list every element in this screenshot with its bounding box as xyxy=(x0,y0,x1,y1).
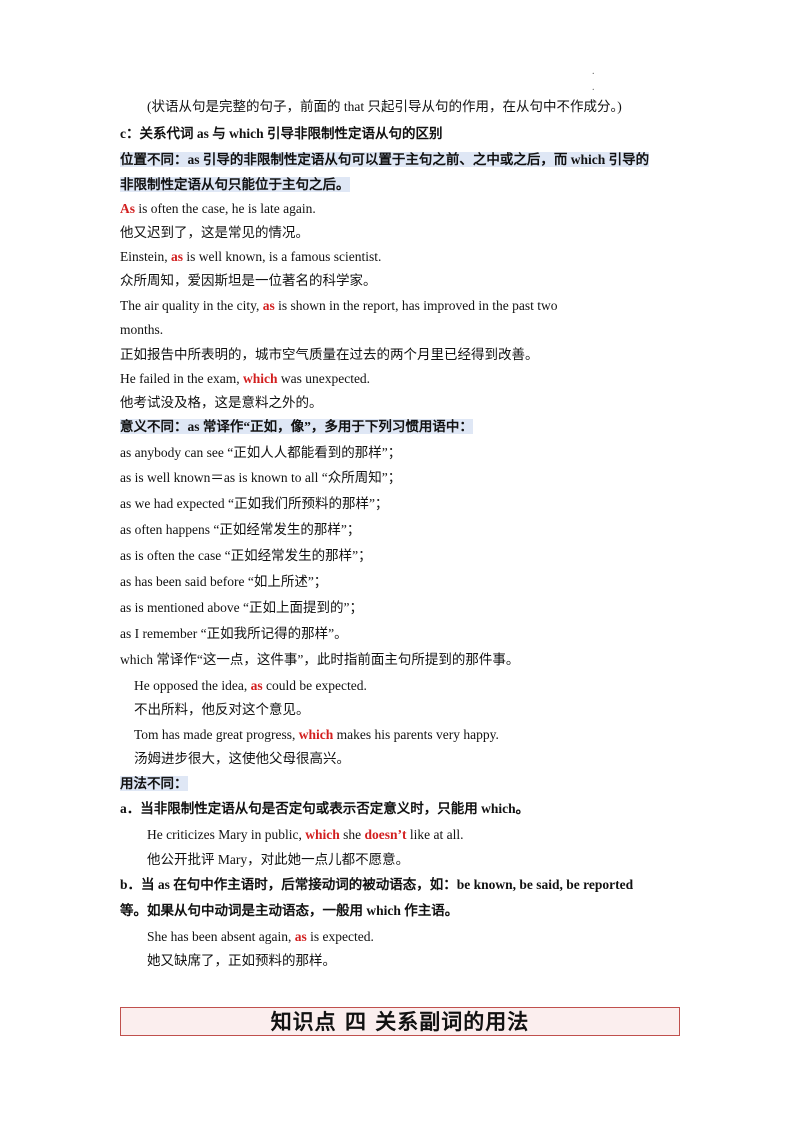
rule-b-line2: 等。如果从句中动词是主动语态，一般用 which 作主语。 xyxy=(120,903,459,918)
keyword-as: as xyxy=(250,678,263,693)
translation: 众所周知，爱因斯坦是一位著名的科学家。 xyxy=(120,273,377,288)
example-sentence: She has been absent again, as is expecte… xyxy=(147,929,374,944)
position-difference-line2: 非限制性定语从句只能位于主句之后。 xyxy=(120,177,350,192)
note-line: (状语从句是完整的句子，前面的 that 只起引导从句的作用，在从句中不作成分。… xyxy=(147,99,622,114)
translation: 正如报告中所表明的，城市空气质量在过去的两个月里已经得到改善。 xyxy=(120,347,539,362)
idiom-item: as anybody can see “正如人人都能看到的那样”； xyxy=(120,445,402,460)
banner-title: 知识点 四 关系副词的用法 xyxy=(270,1009,530,1034)
example-sentence: As is often the case, he is late again. xyxy=(120,201,316,216)
idiom-item: as we had expected “正如我们所预料的那样”； xyxy=(120,496,389,511)
example-sentence-cont: months. xyxy=(120,322,164,337)
example-sentence: He opposed the idea, as could be expecte… xyxy=(134,678,367,693)
example-sentence: The air quality in the city, as is shown… xyxy=(120,298,558,313)
knowledge-point-banner: 知识点 四 关系副词的用法 xyxy=(120,1007,680,1036)
translation: 她又缺席了，正如预料的那样。 xyxy=(147,953,336,968)
page-dot: . xyxy=(592,66,595,77)
keyword-as: as xyxy=(171,249,184,264)
rule-a: a．当非限制性定语从句是否定句或表示否定意义时，只能用 which。 xyxy=(120,801,530,816)
keyword-which: which xyxy=(305,827,340,842)
which-usage-note: which 常译作“这一点，这件事”，此时指前面主句所提到的那件事。 xyxy=(120,652,520,667)
keyword-as: As xyxy=(120,201,136,216)
rule-b-line1: b．当 as 在句中作主语时，后常接动词的被动语态，如：be known, be… xyxy=(120,877,634,892)
idiom-item: as has been said before “如上所述”； xyxy=(120,574,328,589)
idiom-item: as is often the case “正如经常发生的那样”； xyxy=(120,548,372,563)
translation: 他考试没及格，这是意料之外的。 xyxy=(120,395,323,410)
keyword-as: as xyxy=(262,298,275,313)
meaning-difference-heading: 意义不同：as 常译作“正如，像”，多用于下列习惯用语中： xyxy=(120,419,473,434)
keyword-doesnt: doesn’t xyxy=(364,827,407,842)
example-sentence: Einstein, as is well known, is a famous … xyxy=(120,249,382,264)
usage-difference-heading: 用法不同： xyxy=(120,776,188,791)
example-sentence: Tom has made great progress, which makes… xyxy=(134,727,499,742)
translation: 不出所料，他反对这个意见。 xyxy=(134,702,310,717)
page-dot: . xyxy=(592,82,595,93)
section-heading-c: c：关系代词 as 与 which 引导非限制性定语从句的区别 xyxy=(120,126,443,141)
keyword-which: which xyxy=(242,371,278,386)
idiom-item: as is mentioned above “正如上面提到的”； xyxy=(120,600,363,615)
idiom-item: as often happens “正如经常发生的那样”； xyxy=(120,522,361,537)
idiom-item: as I remember “正如我所记得的那样”。 xyxy=(120,626,348,641)
keyword-which: which xyxy=(298,727,334,742)
example-sentence: He failed in the exam, which was unexpec… xyxy=(120,371,371,386)
translation: 汤姆进步很大，这使他父母很高兴。 xyxy=(134,751,350,766)
example-sentence: He criticizes Mary in public, which she … xyxy=(147,827,464,842)
translation: 他公开批评 Mary，对此她一点儿都不愿意。 xyxy=(147,852,410,867)
translation: 他又迟到了，这是常见的情况。 xyxy=(120,225,309,240)
keyword-as: as xyxy=(294,929,307,944)
position-difference-line1: 位置不同：as 引导的非限制性定语从句可以置于主句之前、之中或之后，而 whic… xyxy=(120,152,650,167)
idiom-item: as is well known＝as is known to all “众所周… xyxy=(120,470,402,485)
